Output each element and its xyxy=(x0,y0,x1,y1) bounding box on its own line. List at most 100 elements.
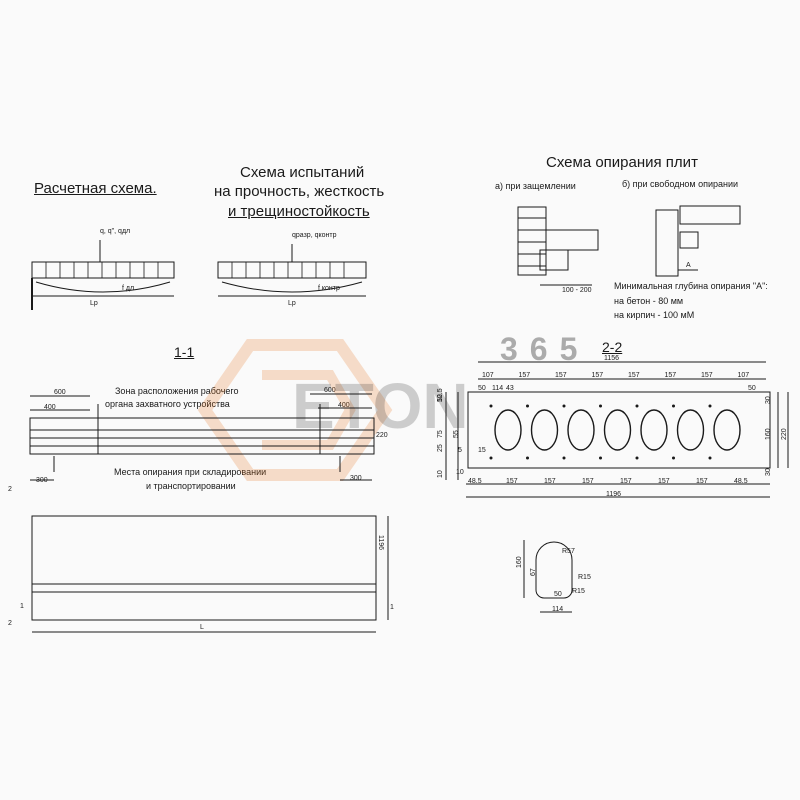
dim-600-left: 600 xyxy=(54,389,66,396)
dim-top-segment: 157 xyxy=(701,372,713,379)
support-dim-100-200: 100 - 200 xyxy=(562,287,592,294)
storage-label-2: и транспортировании xyxy=(146,481,236,491)
dim-right-segment: 160 xyxy=(765,428,772,440)
dim-10: 10 xyxy=(456,469,464,476)
dim-top-segment: 107 xyxy=(738,372,750,379)
dim-top-segment: 157 xyxy=(665,372,677,379)
dim-55: 55 xyxy=(453,430,460,438)
slab-hole xyxy=(676,409,705,451)
dim-bottom-segment: 157 xyxy=(658,478,670,485)
dim-bottom-segment: 157 xyxy=(582,478,594,485)
dim-400-left: 400 xyxy=(44,404,56,411)
slab-hole xyxy=(603,409,632,451)
test-scheme-beam xyxy=(217,244,367,297)
dim-400-right: 400 xyxy=(338,402,350,409)
dim-right-segment: 30 xyxy=(765,468,772,476)
section-1-1-title: 1-1 xyxy=(174,344,195,360)
calc-deflection-label: f дл xyxy=(122,285,135,292)
dim-top-segment: 157 xyxy=(519,372,531,379)
clamped-support-detail xyxy=(517,206,599,286)
section-mark-1-right: 1 xyxy=(390,604,394,611)
hole-r57: R57 xyxy=(562,548,575,555)
dim-top-segment: 107 xyxy=(482,372,494,379)
slab-dot xyxy=(562,456,566,460)
hole-r15-a: R15 xyxy=(578,574,591,581)
calc-scheme-beam xyxy=(31,240,175,310)
hole-dim-50: 50 xyxy=(554,591,562,598)
dim-bottom-segment: 157 xyxy=(506,478,518,485)
section-2-2-title: 2-2 xyxy=(602,339,623,355)
dim-bottom-segment: 157 xyxy=(620,478,632,485)
dim-top-total: 1156 xyxy=(604,355,619,362)
dim-bottom-segment: 157 xyxy=(544,478,556,485)
min-depth-label: Минимальная глубина опирания "А": xyxy=(614,281,768,291)
hole-detail xyxy=(523,540,573,613)
dim-top-segment: 157 xyxy=(628,372,640,379)
slab-dot xyxy=(526,404,529,408)
dim-top-segment: 157 xyxy=(555,372,567,379)
slab-dot xyxy=(708,456,712,460)
dim-top-segment: 157 xyxy=(592,372,604,379)
grip-zone-label-1: Зона расположения рабочего xyxy=(115,386,239,396)
dim-300-right: 300 xyxy=(350,475,362,482)
dim-15: 15 xyxy=(478,447,486,454)
test-span-label: Lp xyxy=(288,300,296,307)
dim-left-segment: 75 xyxy=(437,430,444,438)
test-loads-label: qразр, qконтр xyxy=(292,232,337,239)
dim-5: 5 xyxy=(458,447,462,454)
storage-label-1: Места опирания при складировании xyxy=(114,467,267,477)
plan-view xyxy=(31,515,389,633)
calc-span-label: Lp xyxy=(90,300,98,307)
slab-hole xyxy=(530,409,559,451)
test-scheme-title-3: и трещиностойкость xyxy=(228,203,370,220)
slab-dot xyxy=(489,404,493,408)
slab-hole xyxy=(494,409,522,451)
dim-bottom-segment: 157 xyxy=(696,478,708,485)
dim-sub-segment: 114 xyxy=(492,385,503,392)
calc-loads-label: q, q", qдл xyxy=(100,228,131,235)
slab-dot xyxy=(599,404,602,408)
brick-depth-label: на кирпич - 100 мМ xyxy=(614,310,695,320)
dim-left-segment: 10 xyxy=(437,470,444,478)
free-support-label: б) при свободном опирании xyxy=(622,179,739,189)
slab-holes xyxy=(489,404,741,460)
dim-sub-segment: 50 xyxy=(478,385,486,392)
hole-r15-b: R15 xyxy=(572,588,585,595)
slab-hole xyxy=(713,409,741,451)
slab-dot xyxy=(526,456,529,460)
hole-dim-114: 114 xyxy=(552,606,564,613)
dim-right-50: 50 xyxy=(748,385,756,392)
slab-dot xyxy=(672,456,675,460)
dim-sub-segment: 43 xyxy=(506,385,514,392)
dim-bottom-segment: 48.5 xyxy=(468,478,482,485)
section-mark-2-bottom: 2 xyxy=(8,620,12,627)
concrete-depth-label: на бетон - 80 мм xyxy=(614,296,684,306)
slab-hole xyxy=(567,409,595,451)
grip-zone-label-2: органа захватного устройства xyxy=(105,399,230,409)
free-support-detail xyxy=(655,205,741,277)
watermark-logo xyxy=(197,339,393,481)
dim-left-segment: 52.5 xyxy=(437,388,444,402)
dim-bottom-total: 1196 xyxy=(606,491,621,498)
section-2-2-slab xyxy=(445,361,789,498)
test-deflection-label: f контр xyxy=(318,285,340,292)
dim-600-right: 600 xyxy=(324,387,336,394)
dim-right-segment: 220 xyxy=(781,428,788,440)
slab-dot xyxy=(489,456,493,460)
slab-dot xyxy=(635,404,639,408)
slab-dot xyxy=(635,456,639,460)
slab-dot xyxy=(562,404,566,408)
calc-scheme-title: Расчетная схема. xyxy=(34,180,157,197)
dim-left-segment: 25 xyxy=(437,444,444,452)
section-mark-2-top: 2 xyxy=(8,486,12,493)
dim-bottom-segment: 48.5 xyxy=(734,478,748,485)
section-1-1-beam xyxy=(29,393,375,481)
support-a-mark: A xyxy=(686,262,691,269)
watermark-number: 365 xyxy=(500,331,589,367)
test-scheme-title-2: на прочность, жесткость xyxy=(214,183,385,200)
slab-dot xyxy=(599,456,602,460)
slab-hole xyxy=(640,409,668,451)
